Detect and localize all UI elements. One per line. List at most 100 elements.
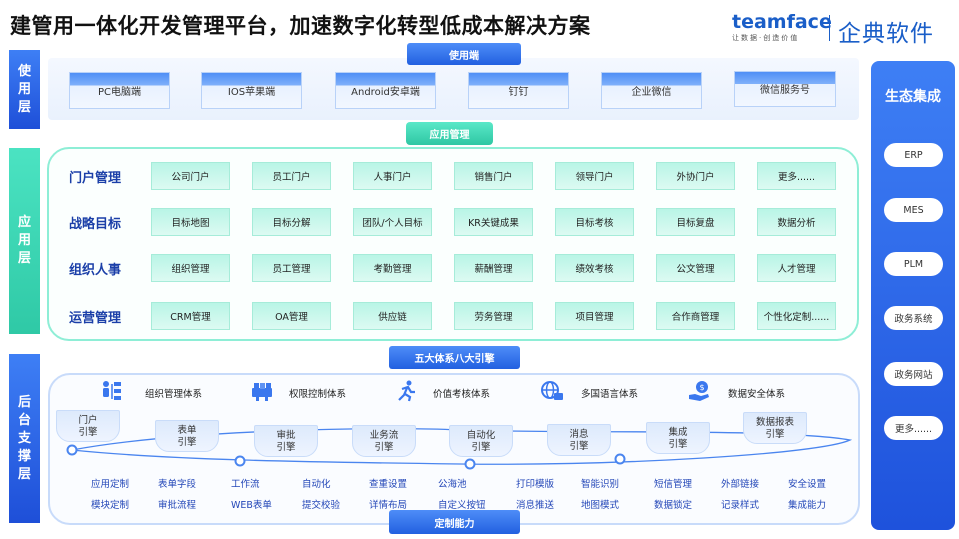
app-module-box[interactable]: 数据分析 xyxy=(757,208,836,236)
app-module-box[interactable]: OA管理 xyxy=(252,302,331,330)
engine-line1: 门户 xyxy=(78,415,98,426)
ecosystem-item[interactable]: 政务系统 xyxy=(884,306,943,330)
app-module-box[interactable]: 目标复盘 xyxy=(656,208,735,236)
pill-app: 应用管理 xyxy=(406,122,493,145)
capability-item[interactable]: 自动化 xyxy=(302,479,331,490)
capability-item[interactable]: 短信管理 xyxy=(654,479,693,490)
ecosystem-item[interactable]: 更多...... xyxy=(884,416,943,440)
endpoint-box[interactable]: Android安卓端 xyxy=(335,72,436,109)
engine-box[interactable]: 集成引擎 xyxy=(646,422,710,454)
row-label: 运营管理 xyxy=(69,311,122,326)
row-label: 战略目标 xyxy=(69,217,122,232)
app-module-box[interactable]: 公文管理 xyxy=(656,254,735,282)
app-module-box[interactable]: 更多...... xyxy=(757,162,836,190)
app-module-box[interactable]: 考勤管理 xyxy=(353,254,432,282)
capability-item[interactable]: 提交校验 xyxy=(302,500,341,511)
engine-box[interactable]: 业务流引擎 xyxy=(352,425,416,457)
app-module-box[interactable]: 供应链 xyxy=(353,302,432,330)
company-name: 企典软件 xyxy=(838,21,934,47)
track-node xyxy=(464,458,476,470)
engine-line2: 引擎 xyxy=(78,427,98,438)
engine-line2: 引擎 xyxy=(668,439,688,450)
app-module-box[interactable]: 销售门户 xyxy=(454,162,533,190)
capability-item[interactable]: 数据锁定 xyxy=(654,500,693,511)
engine-line1: 自动化 xyxy=(466,430,496,441)
capability-item[interactable]: 审批流程 xyxy=(158,500,197,511)
layer-app-label: 应用层 xyxy=(17,215,31,266)
app-module-box[interactable]: 目标分解 xyxy=(252,208,331,236)
layer-app-bar: 应用层 xyxy=(9,148,40,334)
app-module-box[interactable]: KR关键成果 xyxy=(454,208,533,236)
engine-line1: 审批 xyxy=(276,430,296,441)
capability-item[interactable]: 外部链接 xyxy=(721,479,760,490)
app-module-box[interactable]: 目标地图 xyxy=(151,208,230,236)
app-module-box[interactable]: 员工门户 xyxy=(252,162,331,190)
app-module-box[interactable]: 合作商管理 xyxy=(656,302,735,330)
engine-box[interactable]: 数据报表引擎 xyxy=(743,412,807,444)
capability-item[interactable]: 地图模式 xyxy=(581,500,620,511)
capability-item[interactable]: WEB表单 xyxy=(231,500,272,511)
money-hand-icon: $ xyxy=(688,380,712,402)
user-layer-panel xyxy=(48,58,859,120)
app-module-box[interactable]: CRM管理 xyxy=(151,302,230,330)
engine-line2: 引擎 xyxy=(276,442,296,453)
engine-box[interactable]: 消息引擎 xyxy=(547,424,611,456)
track-node xyxy=(234,455,246,467)
engine-line1: 数据报表 xyxy=(755,417,794,428)
app-module-box[interactable]: 员工管理 xyxy=(252,254,331,282)
capability-item[interactable]: 详情布局 xyxy=(369,500,408,511)
ecosystem-item[interactable]: MES xyxy=(884,198,943,222)
system-label: 权限控制体系 xyxy=(289,389,347,400)
app-module-box[interactable]: 绩效考核 xyxy=(555,254,634,282)
ecosystem-panel xyxy=(871,61,955,530)
engine-box[interactable]: 自动化引擎 xyxy=(449,425,513,457)
app-module-box[interactable]: 团队/个人目标 xyxy=(353,208,432,236)
globe-icon xyxy=(540,380,564,402)
capability-item[interactable]: 智能识别 xyxy=(581,479,620,490)
app-module-box[interactable]: 劳务管理 xyxy=(454,302,533,330)
engine-box[interactable]: 门户引擎 xyxy=(56,410,120,442)
app-module-box[interactable]: 公司门户 xyxy=(151,162,230,190)
engine-box[interactable]: 表单引擎 xyxy=(155,420,219,452)
pill-user: 使用端 xyxy=(407,43,521,65)
app-module-box[interactable]: 个性化定制...... xyxy=(757,302,836,330)
engine-line2: 引擎 xyxy=(765,429,785,440)
app-module-box[interactable]: 薪酬管理 xyxy=(454,254,533,282)
layer-backend-bar: 后台支撑层 xyxy=(9,354,40,523)
pill-engine: 五大体系八大引擎 xyxy=(389,346,520,369)
capability-item[interactable]: 记录样式 xyxy=(721,500,760,511)
capability-item[interactable]: 查重设置 xyxy=(369,479,408,490)
capability-item[interactable]: 工作流 xyxy=(231,479,260,490)
capability-item[interactable]: 应用定制 xyxy=(91,479,130,490)
layer-user-label: 使用层 xyxy=(17,63,31,115)
endpoint-box[interactable]: 企业微信 xyxy=(601,72,702,109)
logo-divider xyxy=(829,15,830,41)
endpoint-box[interactable]: PC电脑端 xyxy=(69,72,170,109)
capability-item[interactable]: 安全设置 xyxy=(788,479,827,490)
capability-item[interactable]: 消息推送 xyxy=(516,500,555,511)
capability-item[interactable]: 模块定制 xyxy=(91,500,130,511)
capability-item[interactable]: 打印模版 xyxy=(516,479,555,490)
capability-item[interactable]: 公海池 xyxy=(438,479,467,490)
ecosystem-item[interactable]: PLM xyxy=(884,252,943,276)
app-module-box[interactable]: 人才管理 xyxy=(757,254,836,282)
ecosystem-item[interactable]: ERP xyxy=(884,143,943,167)
capability-item[interactable]: 表单字段 xyxy=(158,479,197,490)
capability-item[interactable]: 集成能力 xyxy=(788,500,827,511)
endpoint-box[interactable]: 微信服务号 xyxy=(734,71,836,107)
track-node xyxy=(614,453,626,465)
app-module-box[interactable]: 目标考核 xyxy=(555,208,634,236)
app-module-box[interactable]: 领导门户 xyxy=(555,162,634,190)
app-module-box[interactable]: 外协门户 xyxy=(656,162,735,190)
app-module-box[interactable]: 组织管理 xyxy=(151,254,230,282)
app-module-box[interactable]: 项目管理 xyxy=(555,302,634,330)
ecosystem-item[interactable]: 政务网站 xyxy=(884,362,943,386)
endpoint-box[interactable]: IOS苹果端 xyxy=(201,72,302,109)
app-module-box[interactable]: 人事门户 xyxy=(353,162,432,190)
capability-item[interactable]: 自定义按钮 xyxy=(438,500,486,511)
row-label: 门户管理 xyxy=(69,171,122,186)
engine-box[interactable]: 审批引擎 xyxy=(254,425,318,457)
track-node xyxy=(66,444,78,456)
engine-line2: 引擎 xyxy=(177,437,197,448)
endpoint-box[interactable]: 钉钉 xyxy=(468,72,569,109)
